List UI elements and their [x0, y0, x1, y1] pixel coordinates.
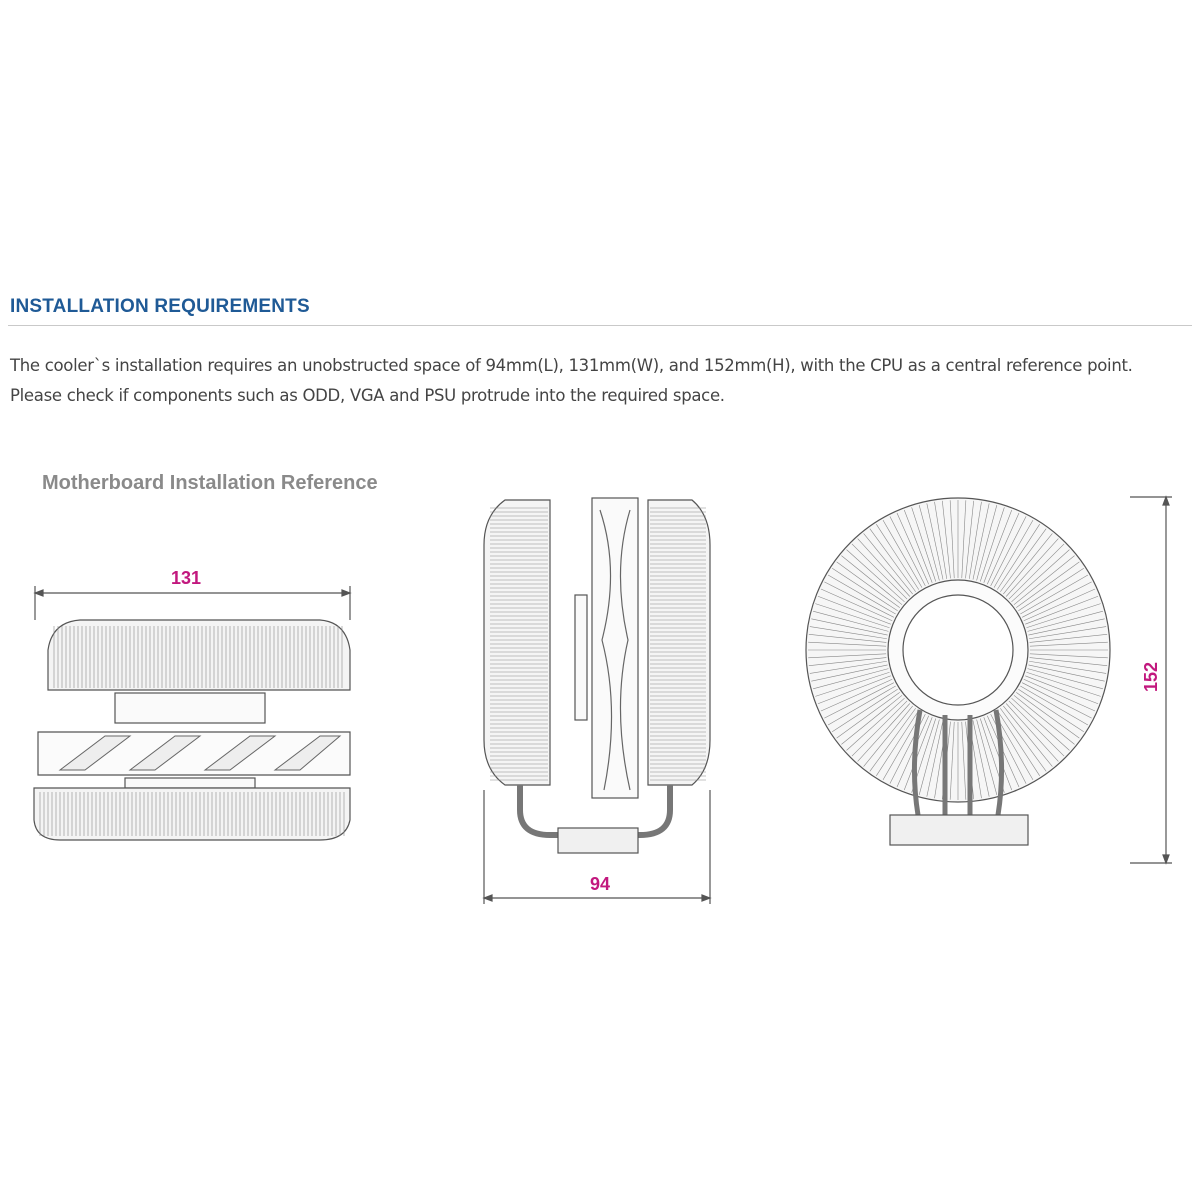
- side-view-drawing: 94: [482, 497, 712, 904]
- lower-fins: [39, 792, 345, 836]
- side-fan: [591, 497, 639, 799]
- upper-heatsink: [47, 619, 351, 691]
- fan-blades: [58, 735, 342, 771]
- front-heatpipes: [911, 709, 1005, 816]
- section-heading: INSTALLATION REQUIREMENTS: [10, 296, 310, 317]
- upper-fins: [53, 626, 343, 688]
- top-view-drawing: 131: [33, 568, 352, 841]
- side-heatpipes: [517, 785, 673, 838]
- height-dimension-label: 152: [1141, 662, 1161, 692]
- length-dimension-label: 94: [590, 874, 610, 894]
- heading-divider: [8, 325, 1192, 326]
- side-base: [557, 827, 639, 854]
- left-heatsink: [483, 499, 551, 786]
- installation-description: The cooler`s installation requires an un…: [10, 356, 1133, 405]
- reference-title: Motherboard Installation Reference: [42, 472, 378, 494]
- front-base: [889, 814, 1029, 846]
- front-view-drawing: 152: [805, 495, 1172, 865]
- right-heatsink: [647, 499, 711, 786]
- width-dimension-label: 131: [171, 568, 201, 588]
- center-hub: [902, 594, 1014, 706]
